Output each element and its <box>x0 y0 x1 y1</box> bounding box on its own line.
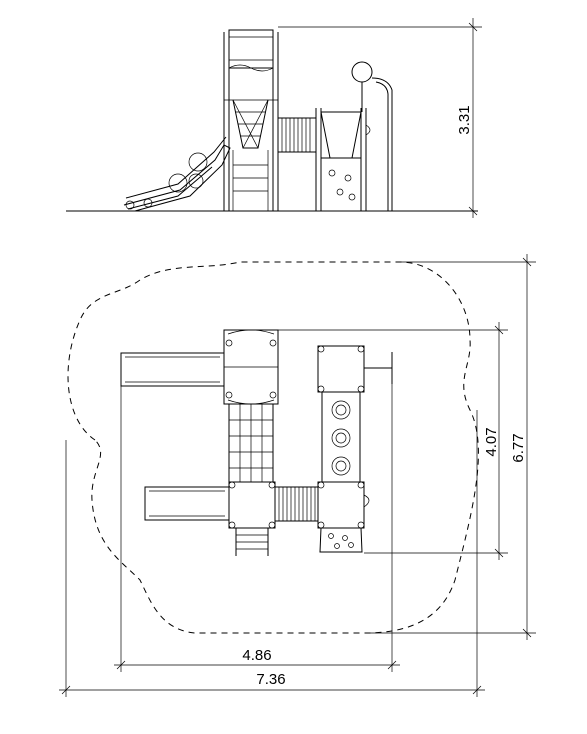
total-depth-dimension: 6.77 <box>370 254 536 640</box>
plan-slide-bottom <box>144 486 230 521</box>
total-depth-dim-label: 6.77 <box>510 433 527 462</box>
plan-platform-2 <box>317 481 370 529</box>
plan-climbing-net <box>228 403 274 483</box>
total-width-dimension: 7.36 <box>59 410 485 697</box>
plan-ladder <box>235 528 269 556</box>
plan-climbing-wall <box>319 527 363 553</box>
plan-tunnel <box>274 486 319 522</box>
plan-view: 4.07 6.77 4.86 7.36 <box>59 254 536 697</box>
depth-dimension: 4.07 <box>278 322 508 560</box>
plan-slide-top <box>120 352 225 387</box>
elevation-tunnel <box>277 117 317 153</box>
total-width-dim-label: 7.36 <box>256 671 285 688</box>
elevation-view: 3.31 <box>66 18 482 218</box>
height-dim-label: 3.31 <box>456 105 473 134</box>
width-dim-label: 4.86 <box>242 647 271 664</box>
depth-dim-label: 4.07 <box>483 427 500 456</box>
safety-zone-outline <box>67 261 479 634</box>
plan-bridge <box>321 391 361 483</box>
elevation-tower-2 <box>315 61 393 212</box>
height-dimension: 3.31 <box>278 18 482 218</box>
plan-platform-1 <box>228 481 276 529</box>
plan-tower-roof <box>223 329 279 405</box>
width-dimension: 4.86 <box>114 384 400 672</box>
elevation-slide <box>123 136 231 212</box>
elevation-tower <box>223 29 279 211</box>
plan-tower-2 <box>317 345 393 393</box>
